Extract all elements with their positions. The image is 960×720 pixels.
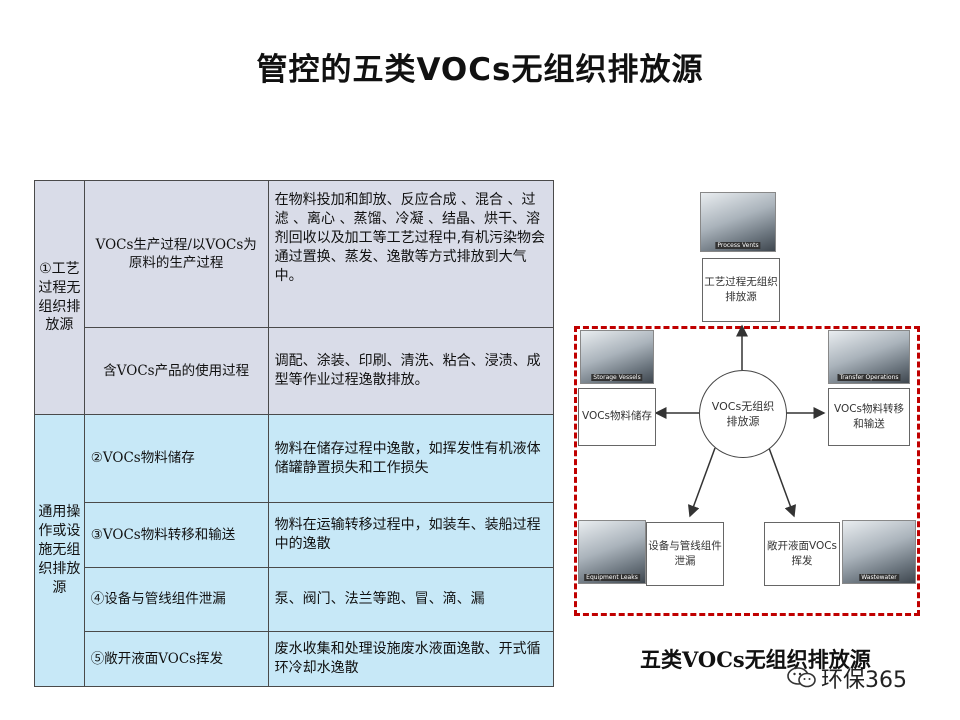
photo-tag: Equipment Leaks	[584, 574, 640, 581]
category-cell: ④设备与管线组件泄漏	[83, 567, 269, 632]
wastewater-photo: Wastewater	[842, 520, 916, 584]
storage-vessels-photo: Storage Vessels	[580, 330, 654, 384]
table-row: ①工艺过程无组织排放源 VOCs生产过程/以VOCs为原料的生产过程 在物料投加…	[34, 180, 555, 415]
table-row: ③VOCs物料转移和输送 物料在运输转移过程中，如装车、装船过程中的逸散	[35, 502, 555, 568]
table-row: 通用操作或设施无组织排放源 ②VOCs物料储存 物料在储存过程中逸散，如挥发性有…	[34, 414, 555, 687]
diagram-arrows	[654, 324, 826, 518]
description-cell: 在物料投加和卸放、反应合成 、混合 、过滤 、离心 、蒸馏、冷凝 、结晶、烘干、…	[267, 180, 555, 328]
node-storage: VOCs物料储存	[578, 388, 656, 446]
group-label-general: 通用操作或设施无组织排放源	[34, 414, 85, 687]
arrow-to-liquid	[768, 447, 797, 518]
node-liquid: 敞开液面VOCs挥发	[764, 522, 840, 586]
voc-sources-diagram: Process Vents Storage Vessels Transfer O…	[570, 180, 926, 700]
watermark-text: 环保365	[821, 668, 907, 693]
description-cell: 物料在储存过程中逸散，如挥发性有机液体储罐静置损失和工作损失	[267, 414, 555, 503]
node-leaks: 设备与管线组件泄漏	[646, 522, 724, 586]
voc-source-table: ①工艺过程无组织排放源 VOCs生产过程/以VOCs为原料的生产过程 在物料投加…	[34, 180, 555, 687]
node-process: 工艺过程无组织排放源	[702, 258, 780, 322]
wechat-icon	[787, 667, 816, 688]
transfer-operations-photo: Transfer Operations	[828, 330, 910, 384]
node-transfer: VOCs物料转移和输送	[828, 388, 910, 446]
group-label-process: ①工艺过程无组织排放源	[34, 180, 85, 415]
arrow-to-leaks	[687, 447, 716, 518]
description-cell: 调配、涂装、印刷、清洗、粘合、浸渍、成型等作业过程逸散排放。	[267, 327, 555, 415]
page-title: 管控的五类VOCs无组织排放源	[256, 52, 704, 88]
center-node-label: VOCs无组织排放源	[711, 399, 775, 428]
description-cell: 废水收集和处理设施废水液面逸散、开式循环冷却水逸散	[267, 631, 555, 687]
diagram-caption: 五类VOCs无组织排放源	[640, 647, 871, 672]
category-cell: ②VOCs物料储存	[83, 414, 269, 503]
description-cell: 泵、阀门、法兰等跑、冒、滴、漏	[267, 567, 555, 632]
center-node: VOCs无组织排放源	[699, 370, 787, 458]
watermark: 环保365	[787, 662, 907, 694]
table-row: ⑤敞开液面VOCs挥发 废水收集和处理设施废水液面逸散、开式循环冷却水逸散	[35, 631, 555, 687]
photo-tag: Process Vents	[715, 242, 761, 249]
process-vents-photo: Process Vents	[700, 192, 776, 252]
photo-tag: Transfer Operations	[837, 374, 901, 381]
description-cell: 物料在运输转移过程中，如装车、装船过程中的逸散	[267, 502, 555, 568]
category-cell: ⑤敞开液面VOCs挥发	[83, 631, 269, 687]
photo-tag: Wastewater	[859, 574, 899, 581]
category-cell: VOCs生产过程/以VOCs为原料的生产过程	[83, 180, 269, 328]
photo-tag: Storage Vessels	[591, 374, 643, 381]
category-cell: ③VOCs物料转移和输送	[83, 502, 269, 568]
category-cell: 含VOCs产品的使用过程	[83, 327, 269, 415]
equipment-leaks-photo: Equipment Leaks	[578, 520, 646, 584]
table-row: 含VOCs产品的使用过程 调配、涂装、印刷、清洗、粘合、浸渍、成型等作业过程逸散…	[35, 327, 555, 415]
table-row: ④设备与管线组件泄漏 泵、阀门、法兰等跑、冒、滴、漏	[35, 567, 555, 632]
